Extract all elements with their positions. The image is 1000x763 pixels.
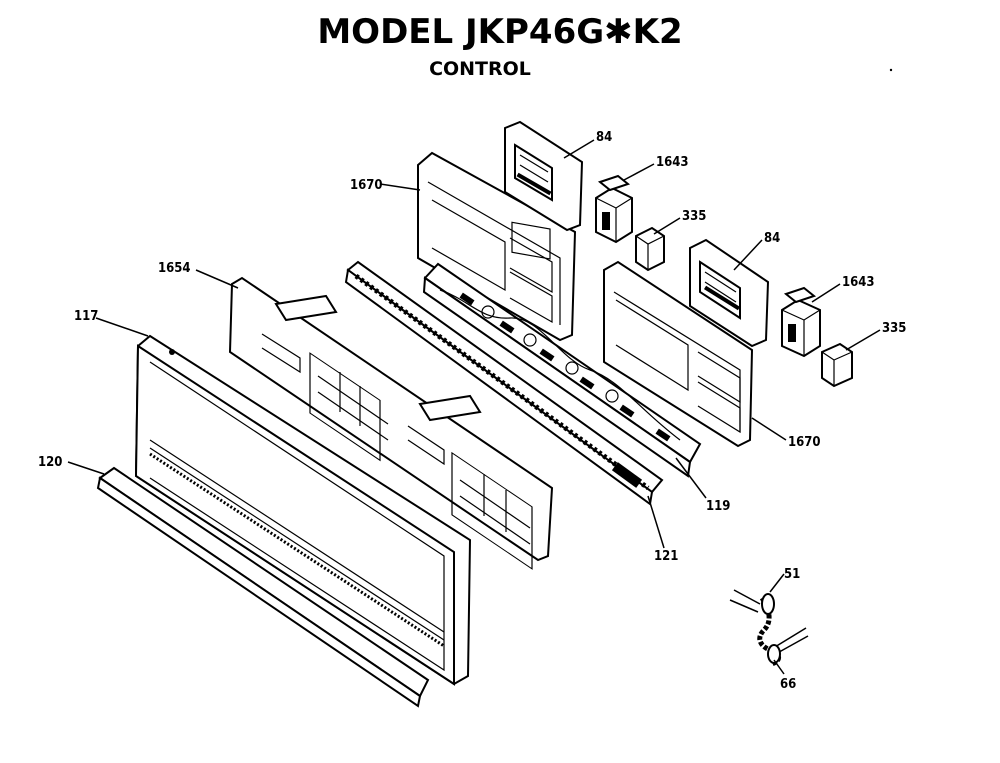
wire-harness-51-66	[729, 589, 809, 667]
bracket-1670-lower	[603, 260, 754, 448]
callout-120: 120	[38, 455, 62, 470]
component-335-lower	[821, 342, 853, 388]
relay-board-84-lower	[689, 238, 770, 348]
callout-1670-top: 1670	[350, 178, 383, 193]
callout-84-mid: 84	[764, 231, 780, 246]
callout-1670-right: 1670	[788, 435, 821, 450]
callout-1643-mid: 1643	[842, 275, 875, 290]
leader-lines	[67, 139, 881, 675]
circuit-board-119	[422, 262, 702, 478]
callout-1643-top: 1643	[656, 155, 689, 170]
callout-117: 117	[74, 309, 98, 324]
callout-335-mid: 335	[882, 321, 906, 336]
callout-84-top: 84	[596, 130, 612, 145]
transformer-1643-upper	[595, 174, 633, 244]
connector-strip-121	[344, 260, 664, 506]
callout-121: 121	[654, 549, 678, 564]
trim-strip-120	[96, 466, 430, 708]
diagram-title: MODEL JKP46G✱K2	[317, 12, 683, 52]
transformer-1643-lower	[781, 286, 821, 358]
callout-66: 66	[780, 677, 796, 692]
callout-335-top: 335	[682, 209, 706, 224]
membrane-1654	[228, 276, 554, 570]
diagram-subtitle: CONTROL	[429, 58, 531, 80]
front-frame-117	[134, 334, 472, 686]
relay-board-84-upper	[504, 120, 584, 232]
callout-1654: 1654	[158, 261, 191, 276]
component-335-upper	[635, 226, 665, 272]
callout-51: 51	[784, 567, 800, 582]
bracket-1670-upper	[417, 151, 577, 342]
callout-119: 119	[706, 499, 730, 514]
